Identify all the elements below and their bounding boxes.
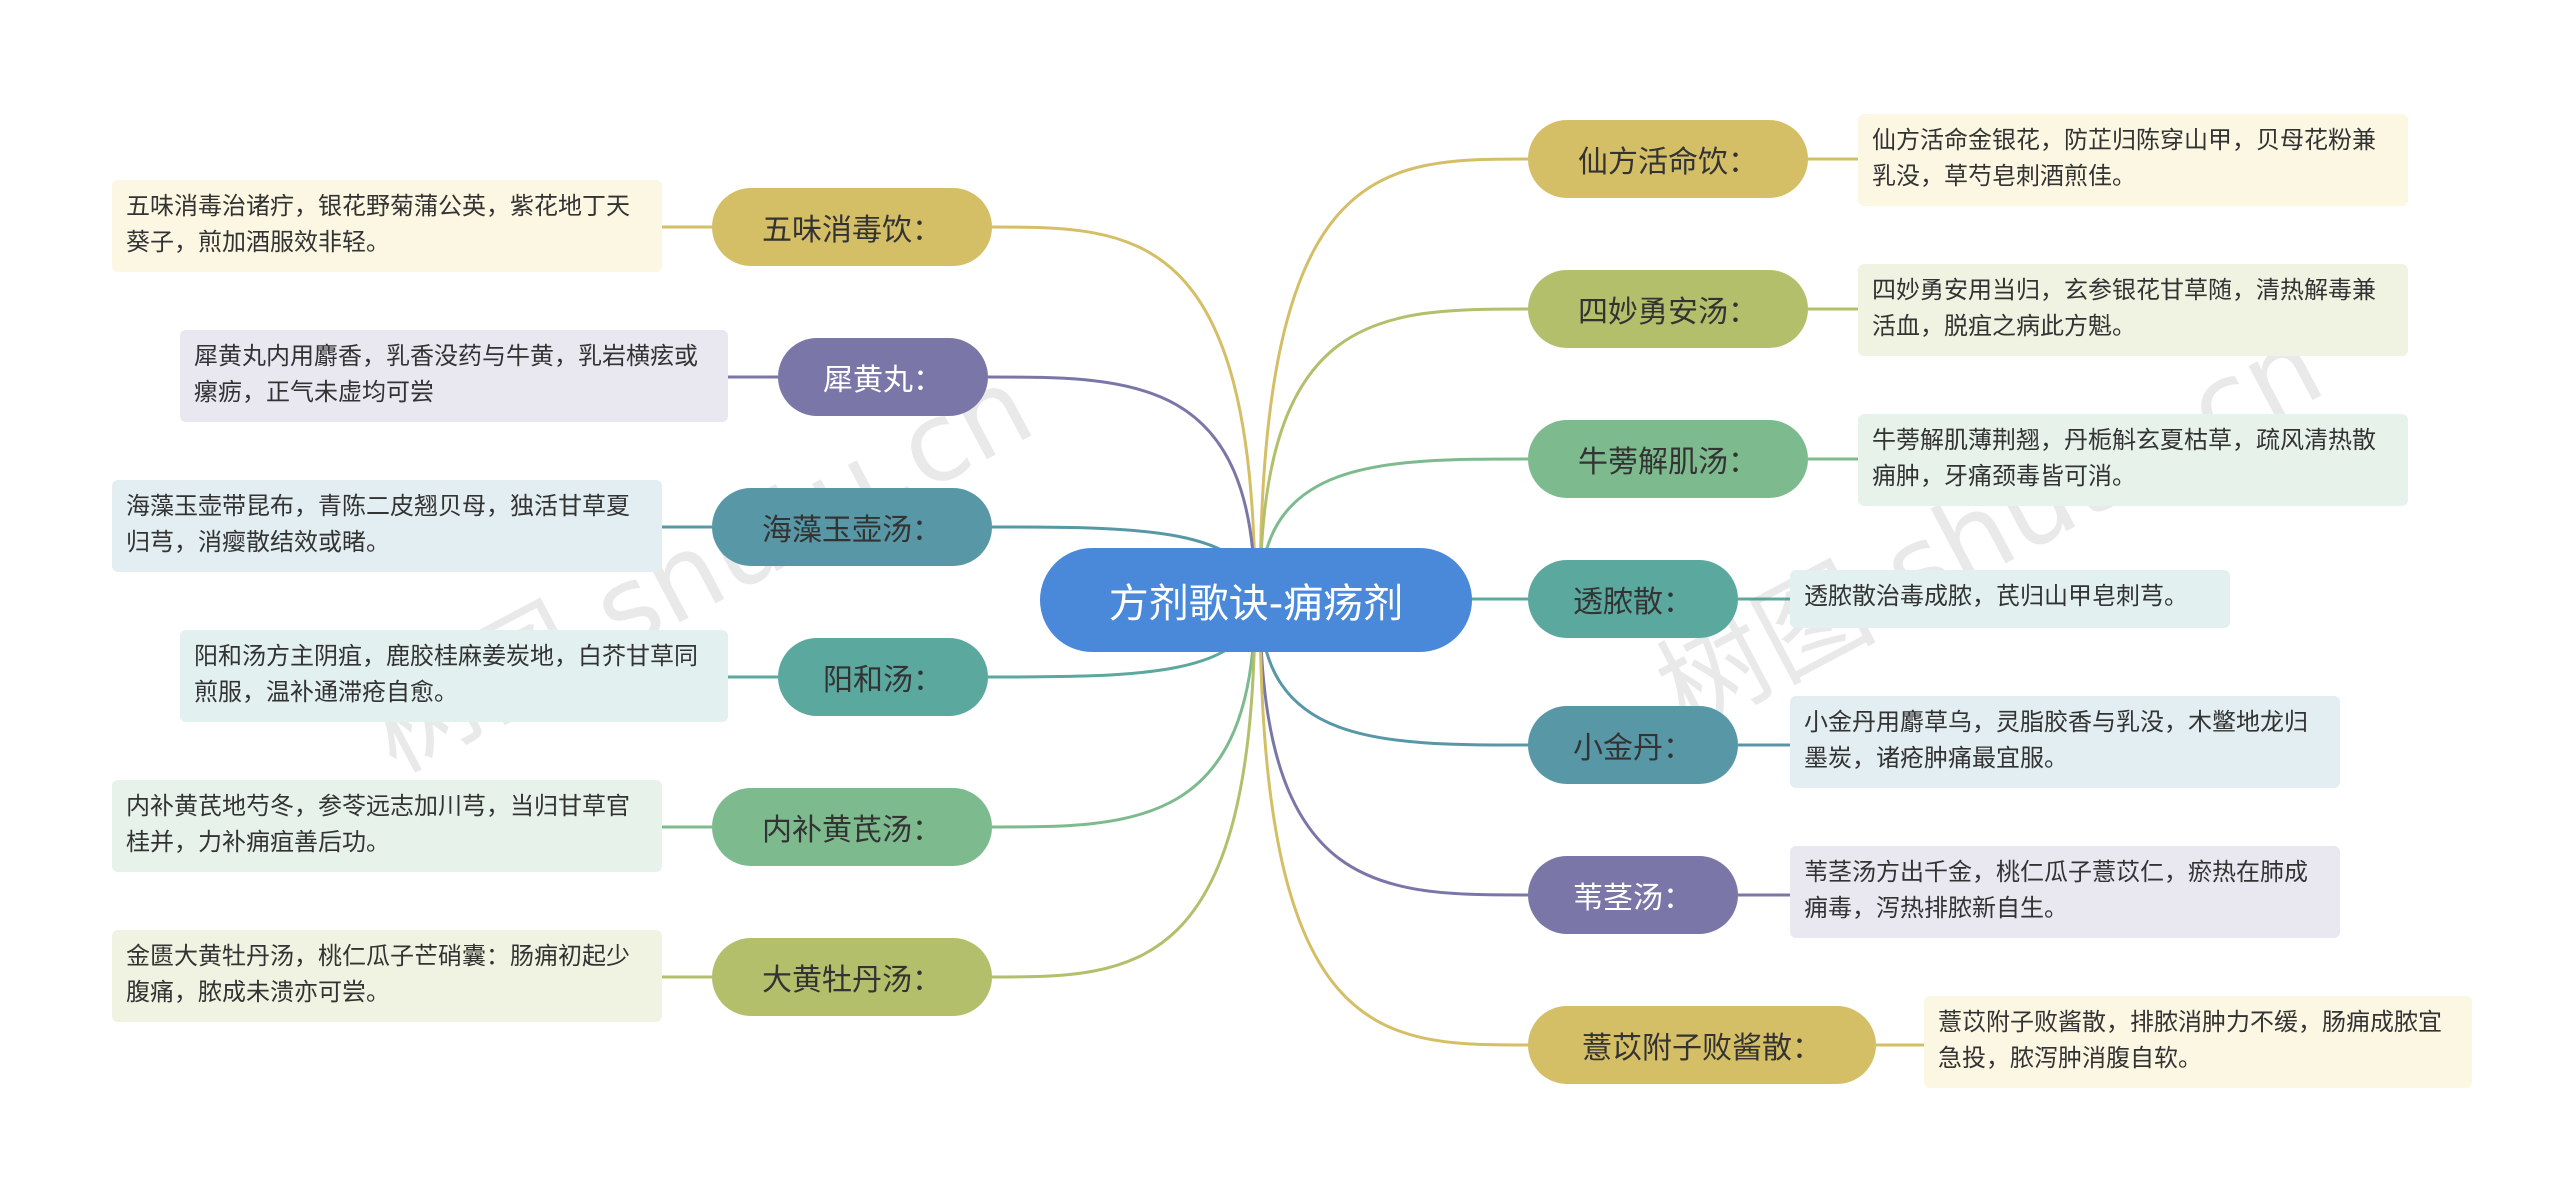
branch-line xyxy=(1258,599,1529,1047)
topic-node[interactable]: 四妙勇安汤： xyxy=(1528,270,1808,348)
topic-node[interactable]: 大黄牡丹汤： xyxy=(712,938,992,1016)
branch-line xyxy=(991,225,1257,601)
topic-note: 苇茎汤方出千金，桃仁瓜子薏苡仁，瘀热在肺成痈毒，泻热排脓新自生。 xyxy=(1790,846,2340,938)
topic-note: 仙方活命金银花，防芷归陈穿山甲，贝母花粉兼乳没，草芍皂刺酒煎佳。 xyxy=(1858,114,2408,206)
topic-node[interactable]: 薏苡附子败酱散： xyxy=(1528,1006,1876,1084)
topic-node[interactable]: 牛蒡解肌汤： xyxy=(1528,420,1808,498)
topic-note: 透脓散治毒成脓，芪归山甲皂刺芎。 xyxy=(1790,570,2230,628)
topic-note: 五味消毒治诸疔，银花野菊蒲公英，紫花地丁天葵子，煎加酒服效非轻。 xyxy=(112,180,662,272)
topic-node[interactable]: 内补黄芪汤： xyxy=(712,788,992,866)
topic-node[interactable]: 苇茎汤： xyxy=(1528,856,1738,934)
topic-node[interactable]: 小金丹： xyxy=(1528,706,1738,784)
topic-node[interactable]: 阳和汤： xyxy=(778,638,988,716)
topic-note: 阳和汤方主阴疽，鹿胶桂麻姜炭地，白芥甘草同煎服，温补通滞疮自愈。 xyxy=(180,630,728,722)
topic-note: 金匮大黄牡丹汤，桃仁瓜子芒硝囊：肠痈初起少腹痛，脓成未溃亦可尝。 xyxy=(112,930,662,1022)
topic-note: 四妙勇安用当归，玄参银花甘草随，清热解毒兼活血，脱疽之病此方魁。 xyxy=(1858,264,2408,356)
central-topic[interactable]: 方剂歌诀-痈疡剂 xyxy=(1040,548,1472,652)
branch-line xyxy=(991,599,1257,829)
branch-line xyxy=(987,375,1257,601)
topic-note: 内补黄芪地芍冬，参苓远志加川芎，当归甘草官桂并，力补痈疽善后功。 xyxy=(112,780,662,872)
topic-note: 犀黄丸内用麝香，乳香没药与牛黄，乳岩横痃或瘰疬，正气未虚均可尝 xyxy=(180,330,728,422)
topic-note: 牛蒡解肌薄荆翘，丹栀斛玄夏枯草，疏风清热散痈肿，牙痛颈毒皆可消。 xyxy=(1858,414,2408,506)
topic-note: 薏苡附子败酱散，排脓消肿力不缓，肠痈成脓宜急投，脓泻肿消腹自软。 xyxy=(1924,996,2472,1088)
topic-node[interactable]: 仙方活命饮： xyxy=(1528,120,1808,198)
branch-line xyxy=(1258,307,1529,601)
topic-node[interactable]: 透脓散： xyxy=(1528,560,1738,638)
topic-note: 小金丹用麝草乌，灵脂胶香与乳没，木鳖地龙归墨炭，诸疮肿痛最宜服。 xyxy=(1790,696,2340,788)
topic-node[interactable]: 海藻玉壶汤： xyxy=(712,488,992,566)
topic-node[interactable]: 犀黄丸： xyxy=(778,338,988,416)
branch-line xyxy=(991,599,1257,979)
branch-line xyxy=(1258,599,1529,897)
branch-line xyxy=(1258,157,1529,601)
topic-node[interactable]: 五味消毒饮： xyxy=(712,188,992,266)
topic-note: 海藻玉壶带昆布，青陈二皮翘贝母，独活甘草夏归芎，消瘿散结效或睹。 xyxy=(112,480,662,572)
